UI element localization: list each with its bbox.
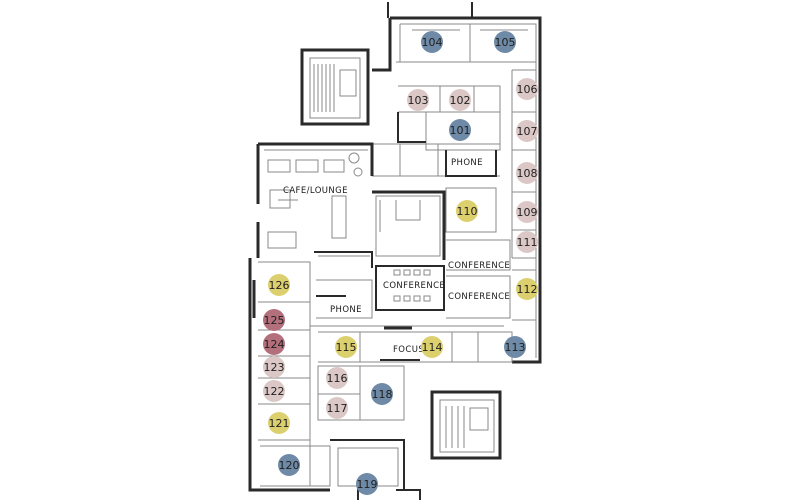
room-badge-circle	[421, 31, 443, 53]
label-phone-bottom: PHONE	[330, 305, 362, 315]
room-number: 106	[517, 83, 538, 96]
room-number: 113	[505, 341, 526, 354]
room-number: 116	[327, 372, 348, 385]
room-number: 122	[264, 385, 285, 398]
room-badge-circle	[326, 397, 348, 419]
room-badge[interactable]: 125	[263, 309, 285, 331]
room-number: 108	[517, 167, 538, 180]
label-cafe-lounge: CAFE/LOUNGE	[283, 186, 348, 196]
room-badge[interactable]: 123	[263, 356, 285, 378]
stair-upper	[300, 48, 370, 126]
room-badge[interactable]: 117	[326, 397, 348, 419]
room-number: 110	[457, 205, 478, 218]
room-badge[interactable]: 118	[371, 383, 393, 405]
room-badge[interactable]: 101	[449, 119, 471, 141]
room-number: 114	[422, 341, 443, 354]
room-badge[interactable]: 115	[335, 336, 357, 358]
room-badge[interactable]: 110	[456, 200, 478, 222]
stair-lower	[430, 390, 502, 460]
room-badge[interactable]: 122	[263, 380, 285, 402]
room-badge[interactable]: 111	[516, 231, 538, 253]
room-number: 120	[279, 459, 300, 472]
room-number: 119	[357, 478, 378, 491]
room-number: 102	[450, 94, 471, 107]
room-number: 112	[517, 283, 538, 296]
room-badge-circle	[407, 89, 429, 111]
room-badge-circle	[326, 367, 348, 389]
upper-wing-walls	[372, 2, 542, 364]
room-number: 104	[422, 36, 443, 49]
label-phone-top: PHONE	[451, 158, 483, 168]
room-number: 123	[264, 361, 285, 374]
room-badge[interactable]: 124	[263, 333, 285, 355]
room-number: 117	[327, 402, 348, 415]
room-badge[interactable]: 116	[326, 367, 348, 389]
room-badge-circle	[516, 120, 538, 142]
room-badge-circle	[516, 201, 538, 223]
room-badge[interactable]: 104	[421, 31, 443, 53]
room-badge-circle	[278, 454, 300, 476]
room-badge-circle	[456, 200, 478, 222]
room-badge-circle	[371, 383, 393, 405]
room-badge-circle	[263, 380, 285, 402]
room-badge-circle	[263, 356, 285, 378]
room-number: 107	[517, 125, 538, 138]
room-number: 125	[264, 314, 285, 327]
room-badge[interactable]: 105	[494, 31, 516, 53]
room-badge[interactable]: 103	[407, 89, 429, 111]
room-badge-circle	[494, 31, 516, 53]
room-badge-circle	[335, 336, 357, 358]
room-badge-circle	[516, 278, 538, 300]
room-badge-circle	[268, 274, 290, 296]
room-number: 126	[269, 279, 290, 292]
room-number: 121	[269, 417, 290, 430]
central-walls	[248, 142, 513, 500]
room-number: 101	[450, 124, 471, 137]
label-focus: FOCUS	[393, 345, 424, 355]
room-badge-circle	[449, 89, 471, 111]
label-conference-center: CONFERENCE	[383, 281, 445, 291]
room-number: 115	[336, 341, 357, 354]
room-number: 103	[408, 94, 429, 107]
room-badge[interactable]: 107	[516, 120, 538, 142]
room-badge[interactable]: 119	[356, 473, 378, 495]
room-number: 118	[372, 388, 393, 401]
room-badge-circle	[516, 162, 538, 184]
room-badge[interactable]: 113	[504, 336, 526, 358]
room-badge[interactable]: 102	[449, 89, 471, 111]
room-badge[interactable]: 121	[268, 412, 290, 434]
room-badge-circle	[421, 336, 443, 358]
room-number: 124	[264, 338, 285, 351]
room-badge[interactable]: 120	[278, 454, 300, 476]
room-badge-circle	[356, 473, 378, 495]
room-badge[interactable]: 114	[421, 336, 443, 358]
room-badge-circle	[516, 231, 538, 253]
room-badge-circle	[504, 336, 526, 358]
room-badge-circle	[268, 412, 290, 434]
label-conference-upper: CONFERENCE	[448, 261, 510, 271]
room-badge-circle	[449, 119, 471, 141]
room-number: 109	[517, 206, 538, 219]
label-conference-right: CONFERENCE	[448, 292, 510, 302]
room-badge[interactable]: 112	[516, 278, 538, 300]
room-badge[interactable]: 126	[268, 274, 290, 296]
room-badge-circle	[263, 309, 285, 331]
room-badge[interactable]: 106	[516, 78, 538, 100]
room-badge[interactable]: 109	[516, 201, 538, 223]
room-badge-circle	[516, 78, 538, 100]
room-badge[interactable]: 108	[516, 162, 538, 184]
room-number: 111	[517, 236, 538, 249]
room-badge-circle	[263, 333, 285, 355]
room-number: 105	[495, 36, 516, 49]
